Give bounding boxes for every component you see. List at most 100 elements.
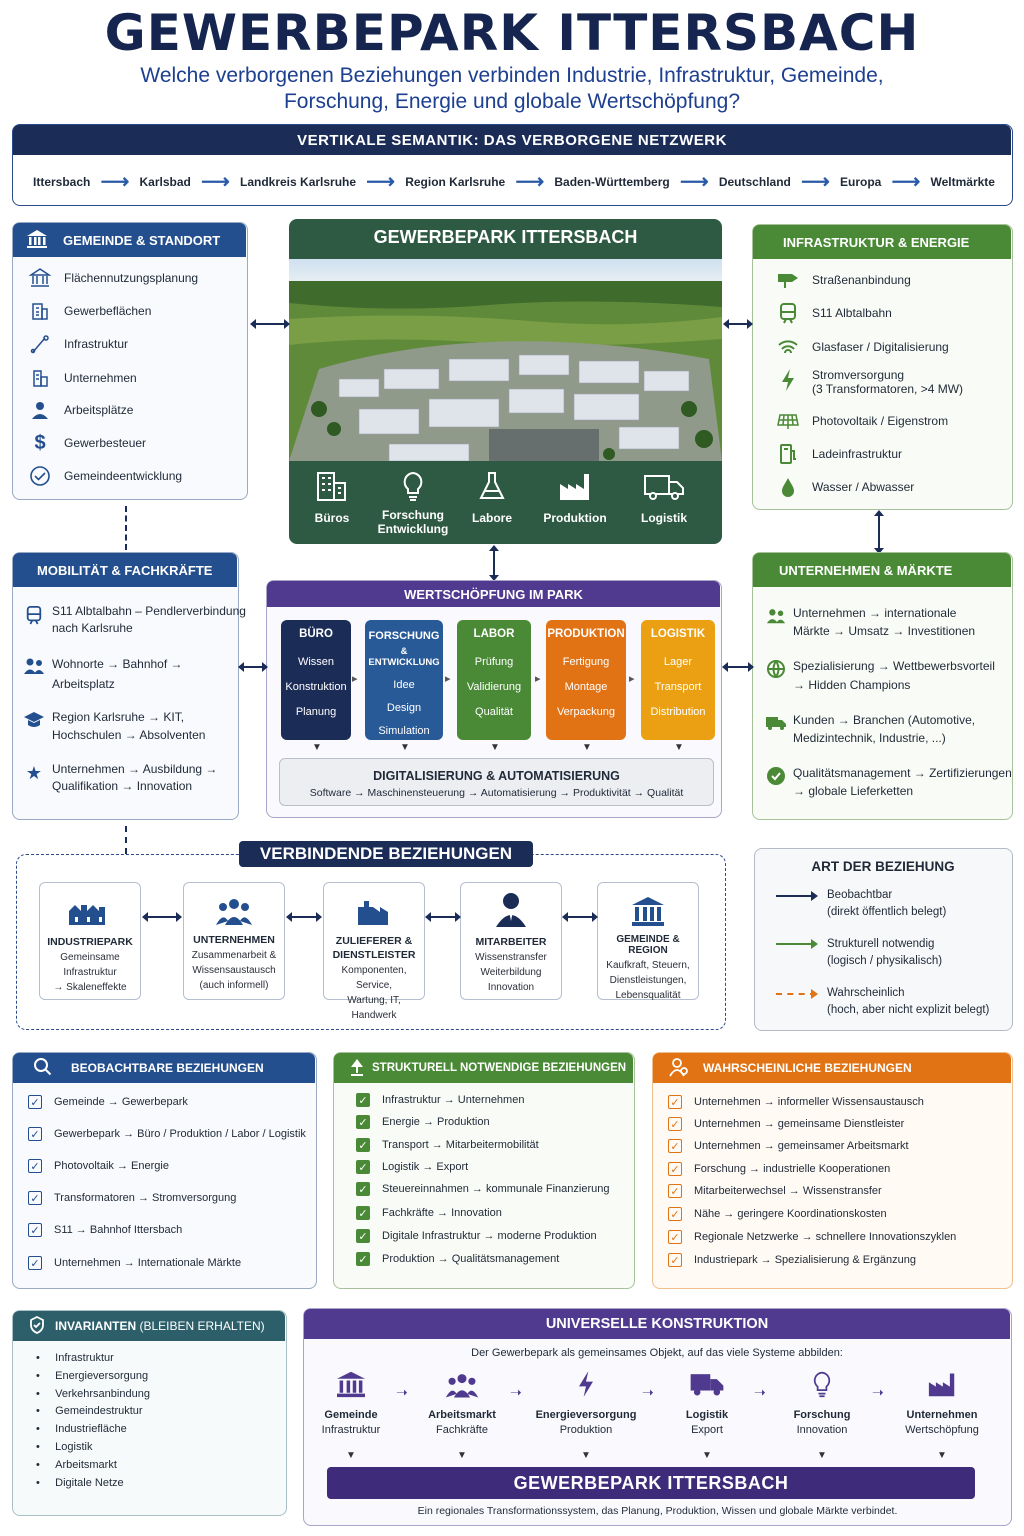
arrow-right-icon: ▸ (445, 673, 451, 685)
connector-arrow (250, 319, 290, 329)
tree-icon (348, 1058, 366, 1079)
chain-item: Landkreis Karlsruhe (240, 174, 357, 189)
list-item: ✓Infrastruktur → Unternehmen (356, 1093, 524, 1107)
list-item: ✓Produktion → Qualitätsmanagement (356, 1252, 559, 1266)
legend-line-probable (776, 989, 818, 999)
arrow-down-icon: ▼ (400, 742, 410, 753)
legend-item-probable: Wahrscheinlich(hoch, aber nicht explizit… (827, 987, 990, 1016)
checkbox-icon: ✓ (668, 1162, 682, 1176)
checkbox-icon: ✓ (356, 1093, 370, 1107)
list-item: Gewerbeflächen (28, 299, 151, 323)
park-aerial-image (289, 259, 722, 461)
team-icon (407, 1370, 517, 1401)
legend-item-observable: Beobachtbar(direkt öffentlich belegt) (827, 889, 947, 918)
checkbox-icon: ✓ (668, 1117, 682, 1131)
checkbox-icon: ✓ (668, 1139, 682, 1153)
gemeinde-panel: GEMEINDE & STANDORT (12, 222, 248, 500)
shield-icon (29, 1315, 45, 1337)
checkbox-icon: ✓ (668, 1253, 682, 1267)
arrow-right-icon: ⟶ (679, 171, 709, 193)
arrow-right-icon: ▸ (535, 673, 541, 685)
connector-arrow (874, 510, 884, 554)
list-item: ✓Energie → Produktion (356, 1115, 490, 1129)
list-item: • Logistik (36, 1440, 93, 1453)
arrow-down-icon: ▼ (490, 742, 500, 753)
value-chain-title: WERTSCHÖPFUNG IM PARK (267, 581, 720, 607)
people-icon (764, 604, 788, 628)
list-item: ✓Nähe → geringere Koordinationskosten (668, 1207, 887, 1221)
list-item: • Energieversorgung (36, 1369, 149, 1382)
magnifier-icon (33, 1057, 53, 1080)
list-item: Unternehmen (28, 366, 137, 390)
person-icon (28, 398, 52, 422)
check-circle-icon (28, 464, 52, 488)
wifi-icon (776, 335, 800, 359)
lightning-icon (531, 1370, 641, 1401)
list-item: ✓Unternehmen → gemeinsame Dienstleister (668, 1117, 904, 1131)
connector-arrow (723, 319, 753, 329)
factory-icon (540, 470, 610, 505)
chain-item: Weltmärkte (930, 174, 995, 189)
train-icon (22, 603, 46, 627)
arrow-right-icon: ⟶ (891, 171, 921, 193)
truck-icon (764, 711, 788, 735)
list-item: Kunden → Branchen (Automotive,Medizintec… (764, 711, 975, 747)
list-item: ✓Unternehmen → Internationale Märkte (28, 1256, 241, 1270)
list-item: Photovoltaik / Eigenstrom (776, 409, 948, 433)
connector-arrow (425, 912, 461, 922)
vertical-chain: Ittersbach⟶ Karlsbad⟶ Landkreis Karlsruh… (33, 169, 995, 194)
page-title: GEWERBEPARK ITTERSBACH (104, 4, 920, 62)
solar-panel-icon (776, 409, 800, 433)
dashed-connector (125, 506, 127, 550)
checkbox-icon: ✓ (28, 1191, 42, 1205)
checkbox-icon: ✓ (356, 1229, 370, 1243)
flask-icon (464, 470, 520, 505)
list-item: • Arbeitsmarkt (36, 1458, 117, 1471)
invariants-panel: INVARIANTEN (BLEIBEN ERHALTEN) (12, 1310, 287, 1516)
list-item: Arbeitsplätze (28, 398, 133, 422)
arrow-right-icon: ▸ (352, 673, 358, 685)
park-icon-forschung: Forschung Entwicklung (376, 470, 450, 536)
connector-arrow (286, 912, 322, 922)
park-panel: GEWERBEPARK ITTERSBACH (289, 219, 722, 544)
park-icon-produktion: Produktion (540, 470, 610, 525)
checkbox-icon: ✓ (668, 1184, 682, 1198)
markets-panel: UNTERNEHMEN & MÄRKTE (752, 552, 1013, 820)
list-item: ✓Regionale Netzwerke → schnellere Innova… (668, 1230, 956, 1244)
list-item: ✓Steuereinnahmen → kommunale Finanzierun… (356, 1182, 609, 1196)
list-item: ✓Photovoltaik → Energie (28, 1159, 169, 1173)
train-icon (776, 301, 800, 325)
arrow-right-icon: ⟶ (801, 171, 830, 193)
industrial-park-icon (40, 899, 140, 928)
team-icon (184, 895, 284, 928)
universal-title: UNIVERSELLE KONSTRUKTION (304, 1309, 1010, 1339)
digitalization-title: DIGITALISIERUNG & AUTOMATISIERUNG (373, 769, 620, 783)
park-icon-logistik: Logistik (636, 470, 692, 525)
chain-item: Region Karlsruhe (405, 174, 506, 189)
list-item: ★Unternehmen → Ausbildung →Qualifikation… (22, 761, 218, 795)
list-item: Region Karlsruhe → KIT,Hochschulen → Abs… (22, 708, 205, 744)
list-item: ✓Digitale Infrastruktur → moderne Produk… (356, 1229, 597, 1243)
legend-line-observable (776, 891, 818, 901)
employee-icon (461, 891, 561, 930)
universal-footer: Ein regionales Transformationssystem, da… (417, 1505, 898, 1517)
building-icon (28, 299, 52, 323)
list-item: ✓Logistik → Export (356, 1160, 468, 1174)
arrow-right-icon: ➝ (396, 1384, 408, 1400)
arrow-down-icon: ▼ (817, 1450, 827, 1461)
vertical-semantics-title: VERTIKALE SEMANTIK: DAS VERBORGENE NETZW… (13, 125, 1011, 155)
park-icon-labore: Labore (464, 470, 520, 525)
truck-icon (636, 470, 692, 505)
graduation-cap-icon (22, 708, 46, 732)
list-item: Ladeinfrastruktur (776, 442, 902, 466)
infra-panel: INFRASTRUKTUR & ENERGIE (752, 224, 1013, 510)
list-item: Infrastruktur (28, 332, 128, 356)
list-item: Stromversorgung(3 Transformatoren, >4 MW… (776, 368, 963, 396)
connecting-relations-title: VERBINDENDE BEZIEHUNGEN (239, 841, 533, 867)
charging-station-icon (776, 442, 800, 466)
water-drop-icon (776, 475, 800, 499)
